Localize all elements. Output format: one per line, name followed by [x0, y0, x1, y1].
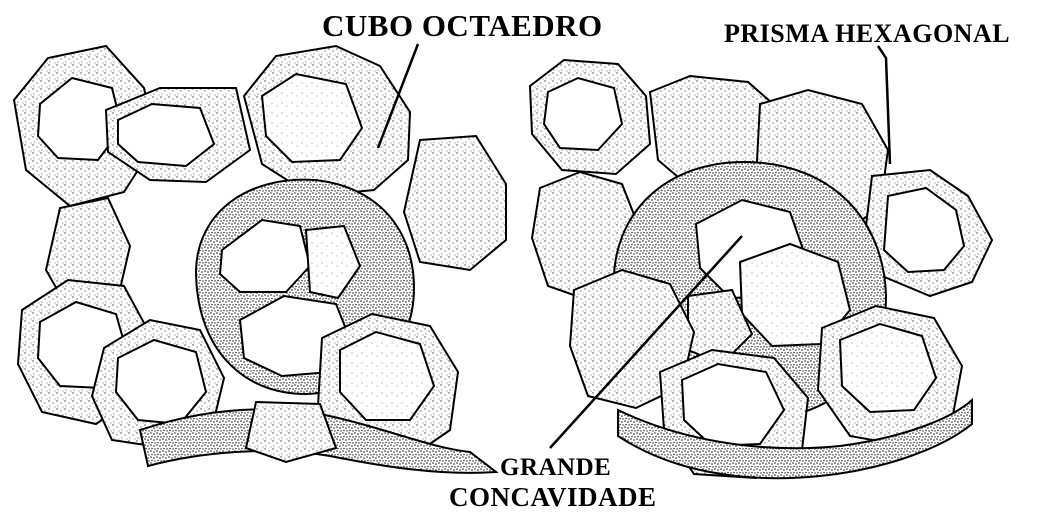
left-structure [14, 46, 506, 473]
label-prisma-hexagonal: PRISMA HEXAGONAL [724, 21, 1010, 47]
label-cubo-octaedro: CUBO OCTAEDRO [322, 10, 603, 41]
right-structure [530, 60, 992, 478]
label-grande: GRANDE [500, 455, 611, 480]
label-concavidade: CONCAVIDADE [449, 484, 657, 511]
left-right-cuboctahedron [404, 136, 506, 270]
